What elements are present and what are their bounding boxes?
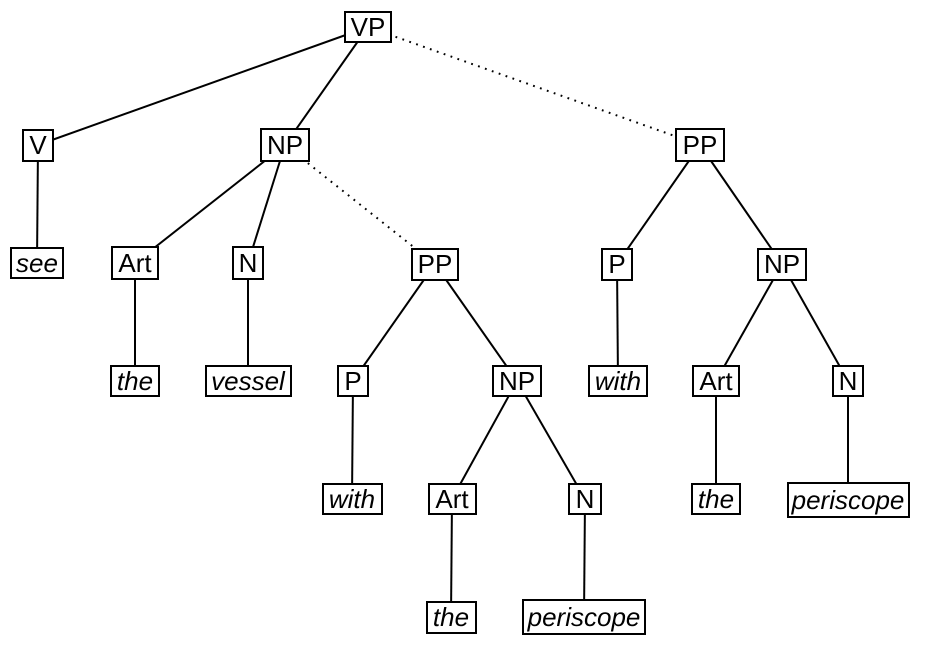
tree-node-with2: with [588, 365, 648, 397]
tree-edge-vp-pp2-dotted [367, 26, 701, 146]
tree-node-see: see [10, 247, 64, 279]
tree-edge-vp-v [37, 26, 369, 146]
tree-node-the3: the [691, 483, 741, 515]
tree-node-vp: VP [344, 11, 392, 43]
tree-edge-np1-pp1-dotted [284, 144, 436, 265]
tree-node-periscope1: periscope [522, 599, 646, 635]
tree-edge-np1-art1 [134, 144, 286, 264]
tree-node-pp1: PP [411, 247, 459, 281]
tree-edge-pp1-p1 [352, 263, 436, 382]
tree-edge-p2-with2 [616, 263, 619, 382]
tree-edge-art2-the2 [450, 498, 453, 618]
tree-node-np1: NP [260, 128, 310, 162]
tree-edge-pp2-np3 [699, 144, 783, 265]
tree-edge-np1-n1 [247, 144, 286, 264]
tree-edge-vp-np1 [284, 26, 369, 146]
tree-edge-p1-with1 [351, 380, 354, 500]
tree-edge-np3-n3 [781, 263, 849, 382]
tree-node-art2: Art [427, 483, 477, 515]
tree-node-p1: P [337, 365, 369, 397]
tree-edge-np2-art2 [451, 380, 518, 500]
tree-node-pp2: PP [675, 128, 725, 162]
tree-node-with1: with [321, 483, 383, 515]
tree-node-the1: the [110, 365, 160, 397]
tree-node-the2: the [425, 600, 477, 634]
tree-edge-v-see [36, 144, 39, 264]
tree-node-v: V [22, 128, 54, 162]
tree-node-np2: NP [492, 365, 542, 397]
tree-edge-np3-art3 [715, 263, 783, 382]
tree-node-np3: NP [757, 247, 807, 281]
tree-edge-n2-periscope1 [583, 498, 586, 618]
tree-node-n2: N [568, 483, 602, 515]
tree-node-n3: N [832, 365, 864, 397]
tree-node-n1: N [232, 246, 264, 280]
tree-node-p2: P [601, 247, 633, 281]
tree-edge-np2-n2 [516, 380, 586, 500]
tree-node-periscope2: periscope [786, 482, 910, 518]
tree-edge-pp2-p2 [616, 144, 701, 265]
tree-node-vessel: vessel [204, 365, 292, 397]
tree-edge-pp1-np2 [434, 263, 518, 382]
tree-node-art3: Art [692, 365, 740, 397]
tree-node-art1: Art [111, 246, 159, 280]
